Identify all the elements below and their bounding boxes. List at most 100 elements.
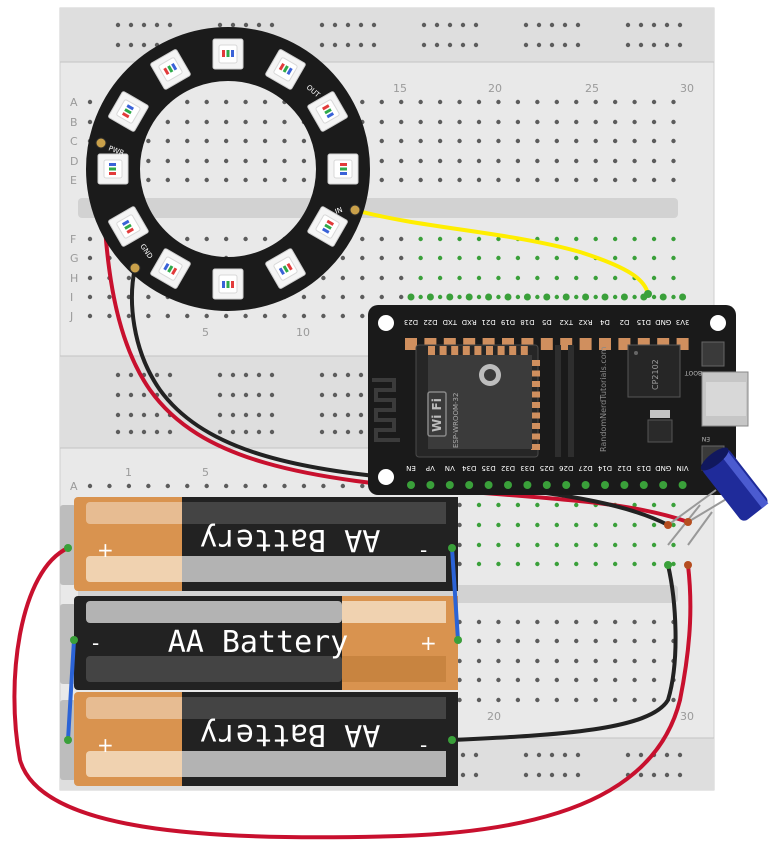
- breadboard-hole: [243, 483, 248, 489]
- breadboard-hole: [340, 255, 346, 261]
- boot-button[interactable]: [701, 341, 725, 367]
- breadboard-hole: [217, 392, 223, 398]
- wires-front: [12, 290, 693, 840]
- breadboard-hole: [593, 177, 598, 183]
- website-label: RandomNerdTutorials.com: [599, 346, 608, 452]
- capacitor-body: [702, 449, 768, 521]
- breadboard-hole: [515, 177, 521, 183]
- breadboard-hole: [128, 429, 134, 435]
- breadboard-hole: [301, 294, 307, 300]
- breadboard-hole: [345, 22, 351, 28]
- battery-label: AA Battery: [168, 625, 349, 660]
- esp32-pin: [407, 481, 415, 489]
- breadboard-hole: [476, 638, 482, 644]
- breadboard-hole: [651, 522, 657, 528]
- breadboard-hole: [460, 772, 466, 778]
- breadboard-hole: [612, 138, 618, 144]
- breadboard-hole: [165, 138, 170, 144]
- breadboard-hole: [496, 638, 501, 644]
- breadboard-hole: [535, 119, 540, 125]
- breadboard-hole: [554, 677, 559, 683]
- breadboard-hole: [115, 412, 121, 418]
- breadboard-hole: [476, 561, 482, 567]
- breadboard-hole: [574, 158, 579, 164]
- breadboard-hole: [217, 412, 223, 418]
- breadboard-hole: [535, 294, 540, 300]
- breadboard-hole: [651, 99, 657, 105]
- breadboard-hole: [632, 255, 637, 261]
- breadboard-hole: [535, 502, 540, 508]
- esp32-pin: [485, 293, 493, 301]
- yellow-wire-data: [353, 208, 650, 296]
- module-pads: [428, 346, 540, 450]
- breadboard-hole: [476, 294, 482, 300]
- breadboard-hole: [165, 177, 170, 183]
- breadboard-hole: [515, 138, 521, 144]
- breadboard-hole: [262, 177, 268, 183]
- wire-endpoint: [684, 518, 692, 526]
- breadboard-hole: [457, 561, 462, 567]
- esp32-pin-label: D14: [597, 464, 612, 472]
- column-number: 30: [680, 710, 694, 723]
- breadboard-hole: [562, 22, 568, 28]
- breadboard-hole: [562, 772, 568, 778]
- breadboard-hole: [399, 177, 404, 183]
- breadboard-hole: [535, 138, 540, 144]
- breadboard-hole: [340, 275, 346, 281]
- breadboard-hole: [115, 22, 121, 28]
- breadboard-hole: [515, 502, 521, 508]
- breadboard-hole: [418, 138, 423, 144]
- breadboard-hole: [515, 255, 521, 261]
- breadboard-hole: [632, 119, 637, 125]
- battery-shine: [86, 601, 342, 623]
- module-pad: [486, 346, 493, 356]
- breadboard-hole: [223, 119, 229, 125]
- breadboard-hole: [243, 177, 248, 183]
- breadboard-hole: [167, 22, 173, 28]
- breadboard-hole: [340, 313, 346, 319]
- breadboard-hole: [243, 158, 248, 164]
- esp32-pin-label: D32: [501, 464, 515, 472]
- breadboard-hole: [554, 542, 559, 548]
- breadboard-hole: [223, 483, 229, 489]
- esp32-pin-label: TX2: [559, 318, 574, 326]
- breadboard-hole: [457, 697, 462, 703]
- breadboard-hole: [476, 677, 482, 683]
- wire-endpoint: [448, 736, 456, 744]
- breadboard-hole: [457, 522, 462, 528]
- ring-pad-gnd: [129, 262, 141, 274]
- breadboard-hole: [515, 619, 521, 625]
- column-number: 10: [296, 326, 310, 339]
- breadboard-hole: [418, 294, 423, 300]
- breadboard-hole: [437, 275, 443, 281]
- breadboard-hole: [664, 752, 670, 758]
- neopixel-led: [150, 49, 191, 90]
- esp32-pin-label: D26: [559, 464, 574, 472]
- esp32-pin-label: VP: [426, 464, 435, 472]
- breadboard-hole: [399, 138, 404, 144]
- module-pad: [531, 381, 540, 387]
- battery-plus: +: [420, 631, 437, 655]
- esp32-pin: [679, 293, 687, 301]
- esp32-pin-label: D12: [617, 464, 631, 472]
- breadboard-hole: [223, 177, 229, 183]
- breadboard-hole: [204, 119, 209, 125]
- breadboard-hole: [664, 772, 670, 778]
- row-labels: A B C D E F G H I J A: [69, 96, 79, 493]
- breadboard-hole: [371, 22, 377, 28]
- wire-endpoint: [64, 544, 72, 552]
- esp32-pad: [540, 338, 553, 350]
- breadboard-hole: [612, 658, 618, 664]
- esp32-pin: [542, 481, 551, 489]
- esp32-pin: [523, 293, 531, 301]
- breadboard-hole: [476, 255, 482, 261]
- breadboard-hole: [230, 392, 236, 398]
- breadboard-hole: [575, 22, 581, 28]
- breadboard-hole: [87, 99, 93, 105]
- capacitor-lead: [687, 511, 713, 546]
- wire-endpoint: [70, 636, 78, 644]
- breadboard-hole: [217, 429, 223, 435]
- breadboard-hole: [671, 255, 676, 261]
